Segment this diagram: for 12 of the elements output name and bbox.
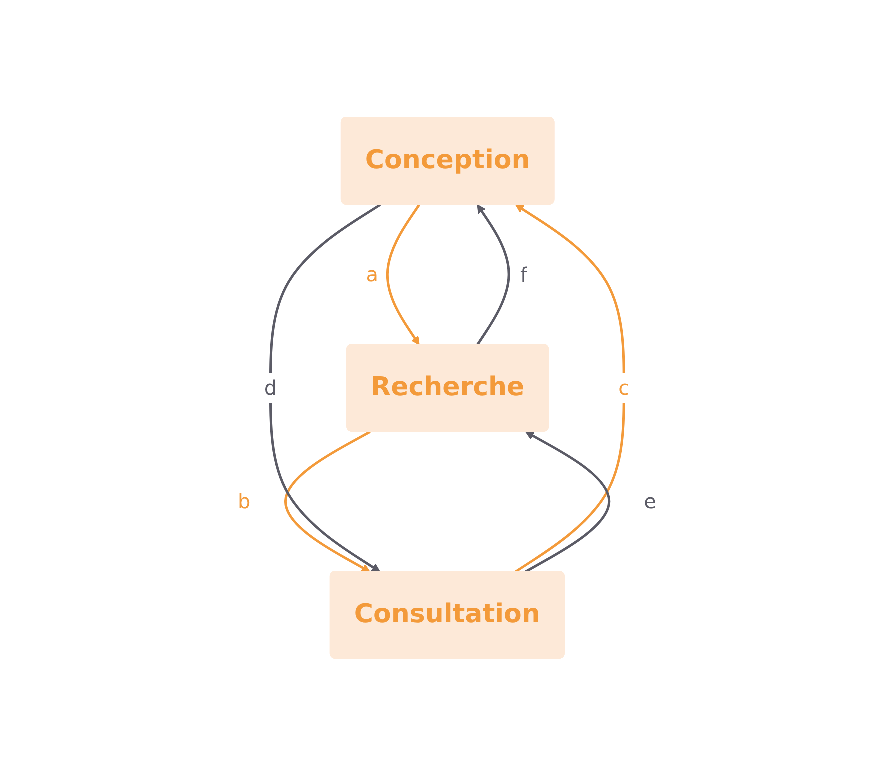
arrow [525,432,611,574]
edge-label: f [520,262,528,287]
edge-label: a [366,262,379,286]
edge-label: c [618,376,630,400]
arrow [270,204,382,572]
arrow [476,204,511,346]
edge-label: d [264,376,278,400]
edge-label: b [238,490,251,514]
edge-label: e [644,490,657,514]
arrow [284,430,372,572]
arrow [386,204,421,346]
arrow [515,204,626,574]
